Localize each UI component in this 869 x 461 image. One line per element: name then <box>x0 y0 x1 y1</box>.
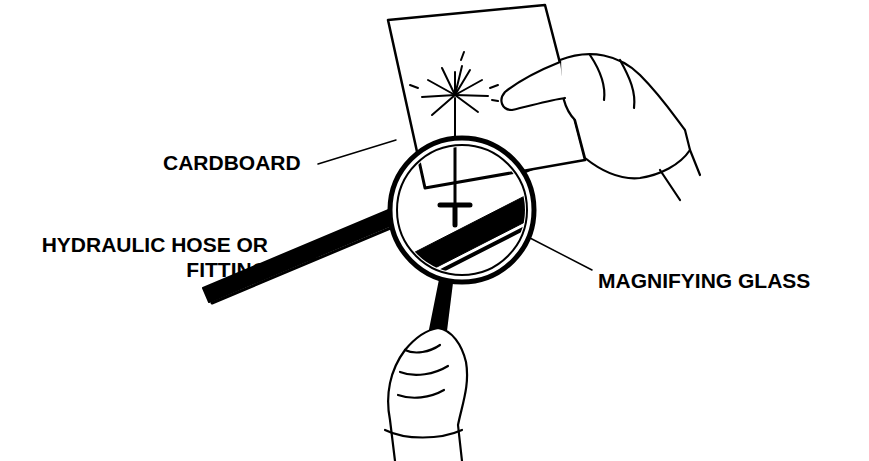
part-label: CARDBOARD <box>163 150 301 175</box>
hand <box>385 328 467 461</box>
part-label: MAGNIFYING GLASS <box>598 268 810 293</box>
part-label: HYDRAULIC HOSE OR FITTING <box>0 232 268 282</box>
magnifying-glass <box>380 5 585 296</box>
hand <box>501 54 700 200</box>
leader-line <box>274 140 592 270</box>
